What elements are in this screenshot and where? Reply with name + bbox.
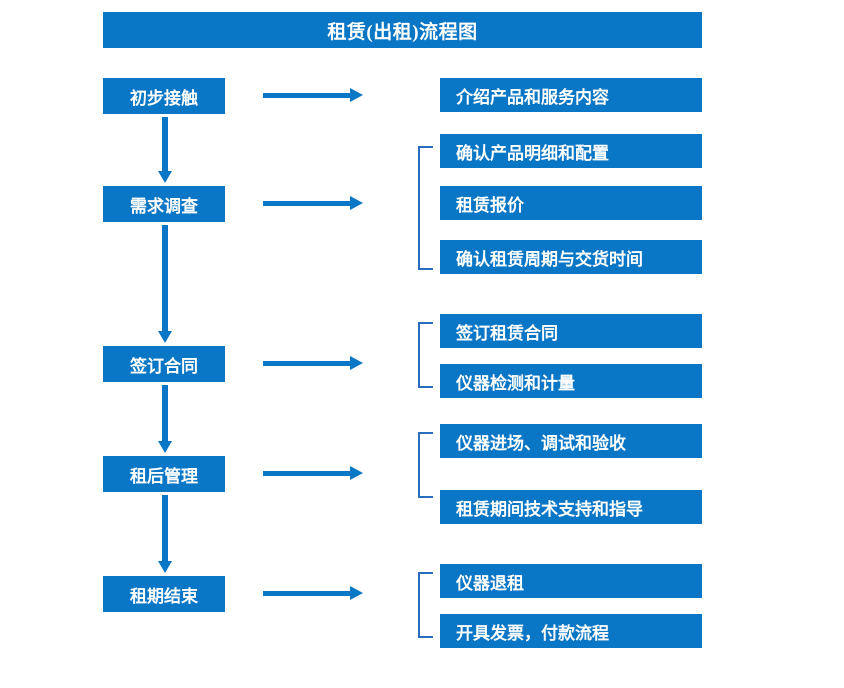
detail-box-3-1[interactable]: 签订租赁合同 [440, 314, 702, 348]
stage-box-3[interactable]: 签订合同 [103, 346, 225, 382]
arrow-down-icon-4 [158, 495, 172, 573]
arrow-right-icon-1 [263, 88, 363, 102]
detail-box-4-2[interactable]: 租赁期间技术支持和指导 [440, 490, 702, 524]
arrow-right-icon-5 [263, 586, 363, 600]
arrow-right-icon-2 [263, 196, 363, 210]
stage-box-2[interactable]: 需求调查 [103, 186, 225, 222]
arrow-right-icon-4 [263, 466, 363, 480]
group-bracket-3 [418, 322, 433, 388]
stage-box-1[interactable]: 初步接触 [103, 78, 225, 114]
detail-box-1-1[interactable]: 介绍产品和服务内容 [440, 78, 702, 112]
detail-box-4-1[interactable]: 仪器进场、调试和验收 [440, 424, 702, 458]
stage-box-5[interactable]: 租期结束 [103, 576, 225, 612]
arrow-down-icon-2 [158, 225, 172, 343]
group-bracket-5 [418, 572, 433, 638]
detail-box-2-2[interactable]: 租赁报价 [440, 186, 702, 220]
stage-box-4[interactable]: 租后管理 [103, 456, 225, 492]
detail-box-2-3[interactable]: 确认租赁周期与交货时间 [440, 240, 702, 274]
group-bracket-4 [418, 432, 433, 498]
detail-box-2-1[interactable]: 确认产品明细和配置 [440, 134, 702, 168]
arrow-down-icon-1 [158, 117, 172, 183]
arrow-right-icon-3 [263, 356, 363, 370]
arrow-down-icon-3 [158, 385, 172, 453]
detail-box-3-2[interactable]: 仪器检测和计量 [440, 364, 702, 398]
page-title: 租赁(出租)流程图 [103, 12, 702, 48]
detail-box-5-2[interactable]: 开具发票，付款流程 [440, 614, 702, 648]
group-bracket-2 [418, 146, 433, 270]
detail-box-5-1[interactable]: 仪器退租 [440, 564, 702, 598]
